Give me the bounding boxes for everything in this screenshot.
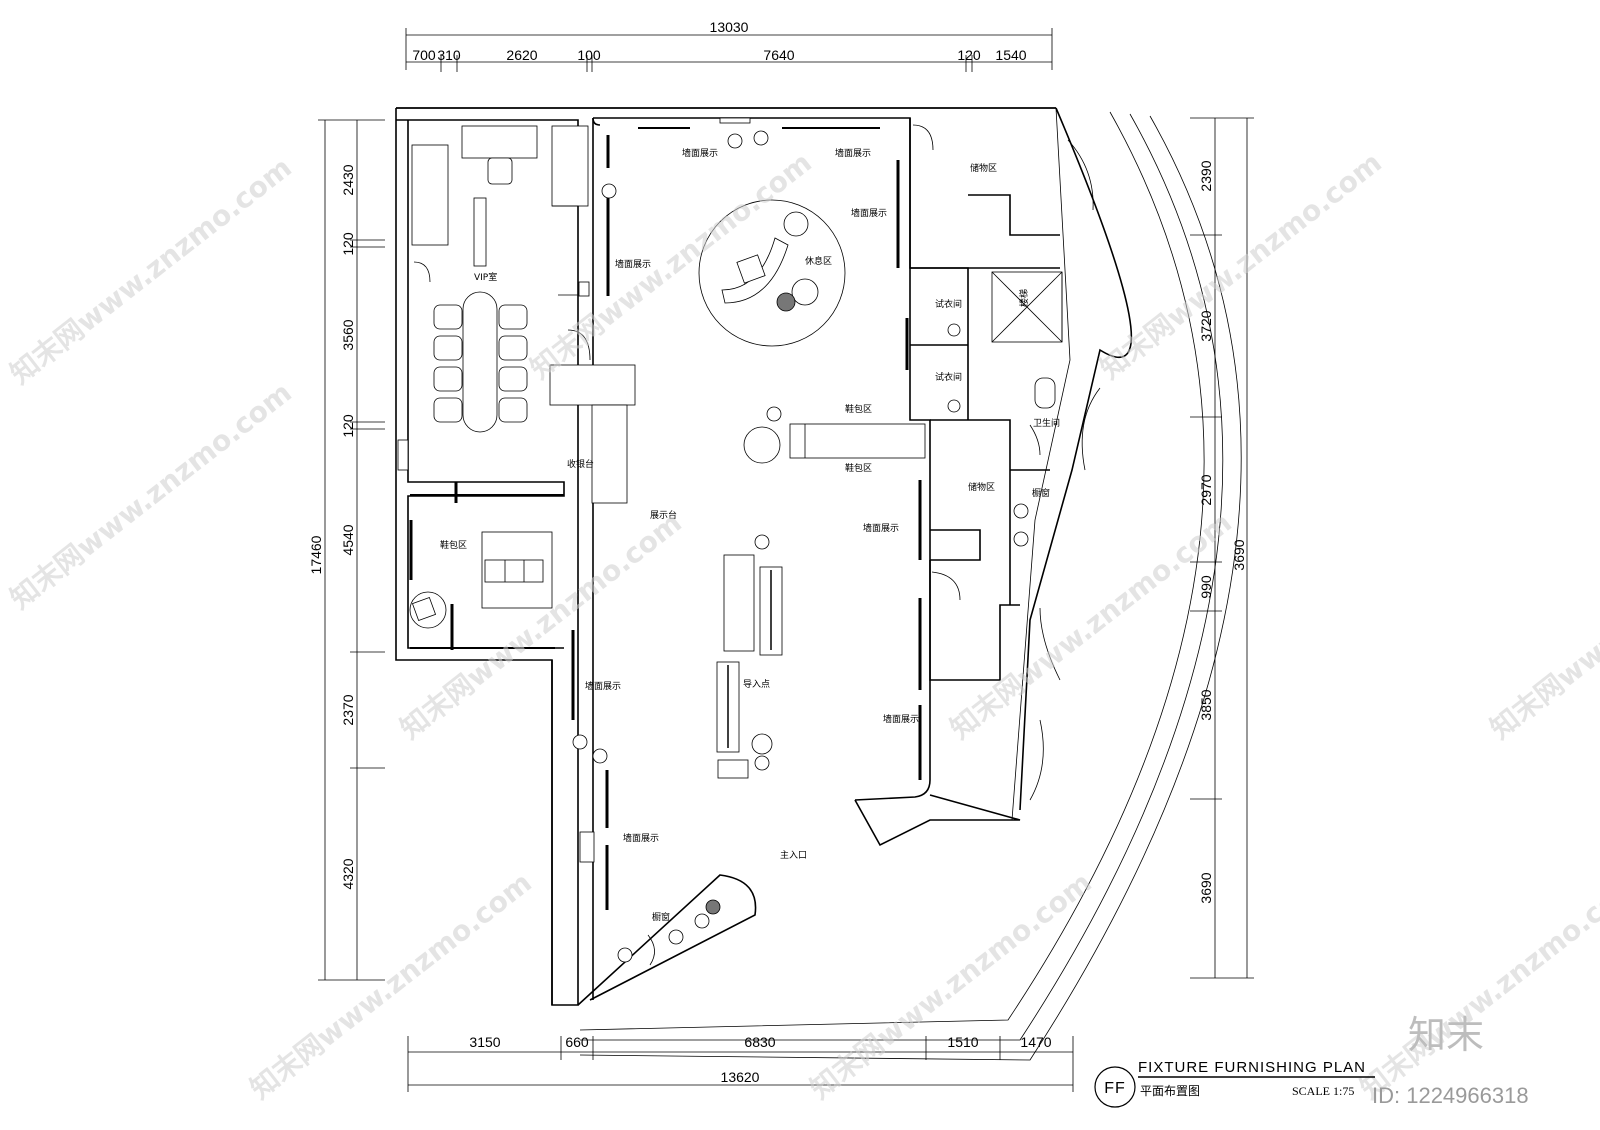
label-wall-display-4: 墙面展示	[615, 258, 651, 270]
window-display-bottom: 橱窗	[579, 831, 670, 966]
dim-bottom-3: 6830	[744, 1034, 775, 1050]
label-cashier: 收银台	[567, 458, 594, 470]
label-guide-point: 导入点	[743, 679, 770, 690]
brand-logo: 知末	[1408, 1013, 1484, 1057]
dimension-top: 13030 700 310 2620 100 7640 120 1540	[405, 19, 1053, 72]
dim-right-2: 3720	[1198, 310, 1214, 341]
label-wall-display-7: 墙面展示	[883, 713, 919, 725]
dim-left-1: 2430	[340, 164, 356, 195]
dim-top-4: 100	[577, 47, 601, 63]
label-vip: VIP室	[474, 271, 497, 283]
watermark-6: 知末网www.znzmo.com	[944, 506, 1238, 746]
label-stair: 楼梯	[1018, 289, 1030, 307]
central-fixtures: 导入点 主入口	[716, 554, 807, 861]
vip-room: VIP室	[397, 125, 589, 471]
dim-bottom-5: 1470	[1020, 1034, 1051, 1050]
dim-left-4: 120	[340, 414, 356, 438]
dim-top-5: 7640	[763, 47, 794, 63]
mannequins	[572, 130, 1029, 963]
label-shoe-bag-mid-bottom: 鞋包区	[845, 462, 872, 474]
label-shoe-bag-mid-top: 鞋包区	[845, 403, 872, 415]
label-window-bottom: 橱窗	[652, 911, 670, 923]
right-service-rooms: 储物区 试衣间 试衣间 楼梯 卫生间 储物区 橱窗	[909, 118, 1063, 681]
cashier-area: 收银台 展示台	[549, 205, 677, 521]
label-display-table: 展示台	[650, 509, 677, 521]
left-shoe-bag-area: 鞋包区	[409, 482, 553, 650]
watermark-4: 知末网www.znzmo.com	[4, 376, 298, 616]
watermark-1: 知末网www.znzmo.com	[4, 151, 298, 391]
label-storage-top: 储物区	[970, 162, 997, 174]
label-wall-display-8: 墙面展示	[623, 832, 659, 844]
dim-right-3: 2970	[1198, 474, 1214, 505]
facade-doors	[1029, 139, 1101, 801]
label-wall-display-6: 墙面展示	[585, 680, 621, 692]
title-badge: FF	[1104, 1080, 1126, 1097]
label-fitting-2: 试衣间	[935, 371, 962, 383]
watermark-10: 知末网www.znzmo.com	[1354, 866, 1600, 1106]
plan-scale: SCALE 1:75	[1292, 1084, 1354, 1098]
dim-right-6: 3690	[1198, 872, 1214, 903]
dim-top-3: 2620	[506, 47, 537, 63]
dim-bottom-1: 3150	[469, 1034, 500, 1050]
dim-right-5: 3850	[1198, 689, 1214, 720]
image-id: ID: 1224966318	[1372, 1083, 1529, 1108]
dim-left-6: 2370	[340, 694, 356, 725]
dimension-left: 17460 2430 120 3560 120 4540 2370 4320	[308, 119, 385, 981]
dim-right-1: 2390	[1198, 160, 1214, 191]
dim-left-total: 17460	[308, 535, 324, 574]
dim-top-total: 13030	[710, 19, 749, 35]
dim-bottom-2: 660	[565, 1034, 589, 1050]
label-wall-display-2: 墙面展示	[835, 147, 871, 159]
dim-top-1: 700	[412, 47, 436, 63]
plan-title: FIXTURE FURNISHING PLAN	[1138, 1059, 1366, 1076]
lounge-area: 休息区	[698, 199, 846, 347]
dim-left-3: 3560	[340, 319, 356, 350]
dim-top-7: 1540	[995, 47, 1026, 63]
label-lounge: 休息区	[805, 255, 832, 267]
watermark-3: 知末网www.znzmo.com	[1094, 146, 1388, 386]
dimension-right: 3690 2390 3720 2970 990 3850 3690	[1190, 117, 1254, 979]
dim-right-4: 990	[1198, 575, 1214, 599]
shoe-bag-middle: 鞋包区 鞋包区	[743, 403, 926, 474]
dim-bottom-4: 1510	[947, 1034, 978, 1050]
dim-top-6: 120	[957, 47, 981, 63]
label-storage-mid: 储物区	[968, 481, 995, 493]
dim-left-5: 4540	[340, 524, 356, 555]
watermark-8: 知末网www.znzmo.com	[244, 866, 538, 1106]
label-wc: 卫生间	[1033, 417, 1060, 429]
dim-bottom-total: 13620	[721, 1069, 760, 1085]
label-fitting-1: 试衣间	[935, 298, 962, 310]
label-window-right: 橱窗	[1032, 487, 1050, 499]
title-block: FF FIXTURE FURNISHING PLAN 平面布置图 SCALE 1…	[1094, 1013, 1529, 1108]
dim-left-2: 120	[340, 232, 356, 256]
dimension-bottom: 3150 660 6830 1510 1470 13620	[407, 1034, 1074, 1092]
plan-subtitle: 平面布置图	[1140, 1084, 1200, 1098]
label-wall-display-1: 墙面展示	[682, 147, 718, 159]
dim-right-total: 3690	[1231, 539, 1247, 570]
label-wall-display-3: 墙面展示	[851, 207, 887, 219]
label-entrance: 主入口	[780, 849, 807, 861]
dim-top-2: 310	[437, 47, 461, 63]
label-shoe-bag-left: 鞋包区	[440, 539, 467, 551]
watermark-7: 知末网www.znzmo.com	[1484, 506, 1600, 746]
dim-left-7: 4320	[340, 858, 356, 889]
label-wall-display-5: 墙面展示	[863, 522, 899, 534]
outer-walls	[395, 107, 1242, 1061]
wall-display-rails: 墙面展示 墙面展示 墙面展示 墙面展示 墙面展示 墙面展示 墙面展示 墙面展示	[410, 117, 922, 910]
